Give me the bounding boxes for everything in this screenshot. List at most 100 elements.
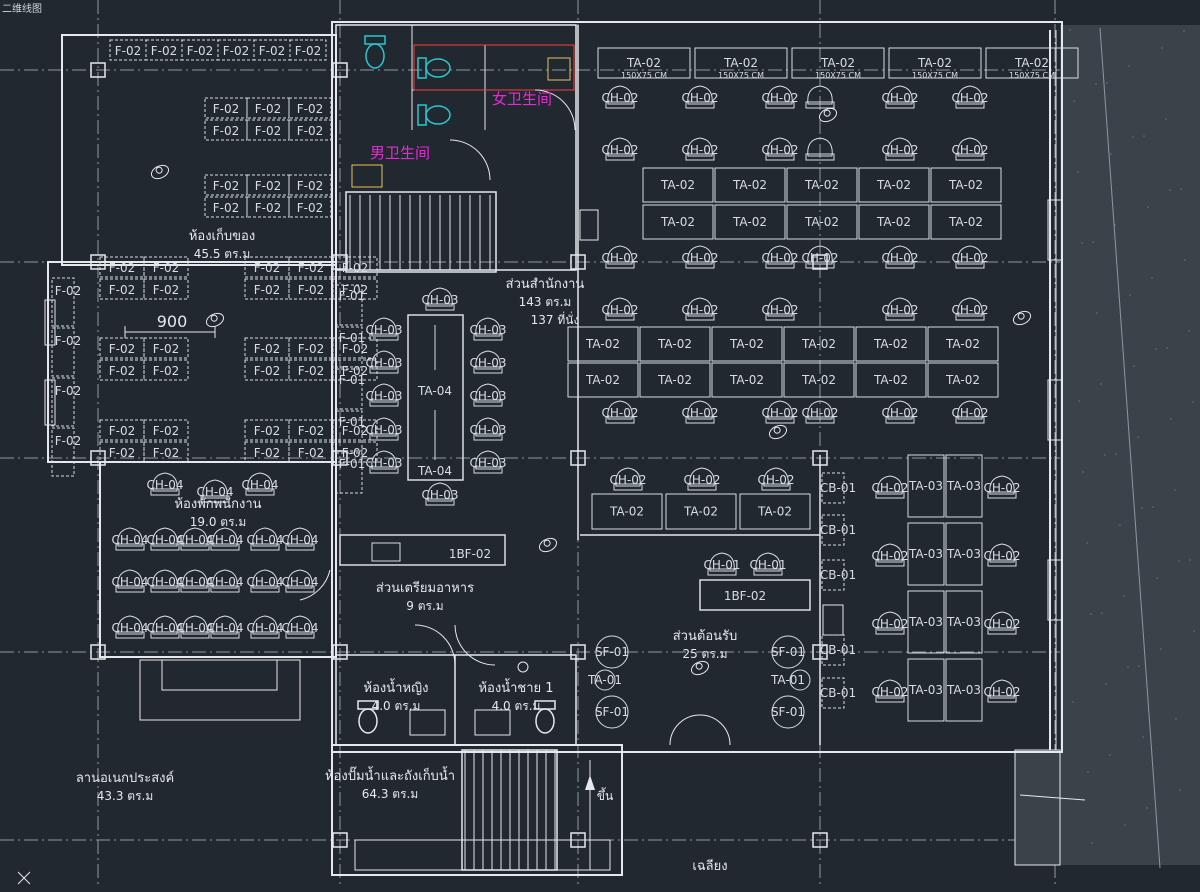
chair-label: CH-04 <box>246 621 283 635</box>
shelf-unit <box>288 359 334 381</box>
chair-seat <box>252 569 278 589</box>
column <box>90 644 106 660</box>
chair: CH-04 <box>281 615 319 639</box>
chair-label: CH-04 <box>281 621 318 635</box>
chair-back <box>987 695 1017 703</box>
view-label: 二维线图 <box>2 4 42 15</box>
desk <box>665 493 737 530</box>
chair: CH-04 <box>176 569 214 593</box>
room-name-wc_male: ห้องน้ำชาย 1 <box>478 678 553 696</box>
chair-back <box>250 543 280 551</box>
desk <box>907 590 945 654</box>
door-swing <box>414 624 456 666</box>
shelf-label: F-02 <box>109 342 136 356</box>
shelf-label: F-02 <box>342 261 369 275</box>
chair-back <box>369 466 399 474</box>
hatch-dot <box>1101 612 1103 614</box>
wall-multipurpose-inner <box>161 659 278 691</box>
chair: CH-04 <box>111 527 149 551</box>
desk <box>639 362 711 398</box>
shelf-label: F-02 <box>109 283 136 297</box>
chair-seat <box>709 552 735 572</box>
cabinet-label: CB-01 <box>820 643 856 657</box>
chair: CH-03 <box>365 450 403 474</box>
chair: CH-04 <box>241 472 279 496</box>
person-shoulders <box>205 312 225 328</box>
sink-fixture <box>547 57 571 81</box>
shelf-unit <box>143 359 189 381</box>
desk-label: TA-03 <box>908 683 943 697</box>
chair-label: CH-03 <box>421 293 458 307</box>
shelf-unit <box>204 196 248 218</box>
chair-label: CH-02 <box>951 91 988 105</box>
cabinet-label: CB-01 <box>820 481 856 495</box>
chair-label: CH-04 <box>146 575 183 589</box>
shelf-label: F-02 <box>213 124 240 138</box>
chair: CH-04 <box>196 479 234 503</box>
sofa-label: SF-01 <box>595 705 629 719</box>
filing-label: F-01 <box>339 331 366 345</box>
chair: CH-04 <box>246 527 284 551</box>
toilet-fixture <box>417 104 451 126</box>
chair-label: CH-02 <box>683 473 720 487</box>
hatch-dot <box>1078 400 1080 402</box>
column <box>570 450 586 466</box>
chair-back <box>605 261 635 269</box>
wall-toilet-block <box>335 24 577 271</box>
person-shoulders <box>1012 310 1032 326</box>
chair <box>805 137 835 161</box>
hatch-dot <box>1193 630 1195 632</box>
shelf-unit <box>143 441 189 463</box>
chair-label: CH-04 <box>146 533 183 547</box>
chair-label: CH-02 <box>881 143 918 157</box>
shelf-unit <box>99 359 145 381</box>
shelf-label: F-02 <box>259 44 286 58</box>
desk-label: TA-03 <box>908 615 943 629</box>
dimension-label: 900 <box>157 312 188 331</box>
desk-label: TA-02 <box>801 373 836 387</box>
chair-back <box>425 498 455 506</box>
chair-back <box>250 631 280 639</box>
cabinet <box>821 677 845 709</box>
side-table <box>594 669 616 691</box>
chair-label: CH-02 <box>871 481 908 495</box>
chair-back <box>605 153 635 161</box>
chair-back <box>180 543 210 551</box>
filing-cabinet <box>335 326 363 368</box>
chair: CH-04 <box>206 527 244 551</box>
desk <box>694 47 788 79</box>
desk <box>907 454 945 518</box>
chair-seat <box>887 297 913 317</box>
filing-label: F-01 <box>339 415 366 429</box>
chair: CH-02 <box>761 137 799 161</box>
chair-back <box>955 153 985 161</box>
chair: CH-04 <box>206 569 244 593</box>
chair-back <box>805 261 835 269</box>
desk <box>714 167 786 203</box>
chair-label: CH-03 <box>365 323 402 337</box>
hatch-dot <box>1170 418 1172 420</box>
chair-label: CH-04 <box>241 478 278 492</box>
chair-label: CH-02 <box>983 481 1020 495</box>
hatch-dot <box>1179 789 1181 791</box>
hatch-dot <box>1133 365 1135 367</box>
chair-seat <box>877 611 903 631</box>
sofa-chair <box>595 695 629 729</box>
hatch-dot <box>1123 595 1125 597</box>
chair-seat <box>371 450 397 470</box>
chair-back <box>150 543 180 551</box>
shelf-label: F-02 <box>153 261 180 275</box>
shelf-unit <box>244 419 290 441</box>
chair-seat <box>607 245 633 265</box>
walls <box>44 21 1063 876</box>
chair-label: CH-02 <box>681 143 718 157</box>
desk-label: TA-03 <box>908 479 943 493</box>
meeting-table-label: TA-04 <box>417 384 452 398</box>
shelf-unit <box>332 359 378 381</box>
shelf-label: F-02 <box>254 283 281 297</box>
desk-label: TA-02 <box>657 373 692 387</box>
chair-seat <box>807 85 833 105</box>
chair-label: CH-02 <box>881 91 918 105</box>
chair-seat <box>755 552 781 572</box>
